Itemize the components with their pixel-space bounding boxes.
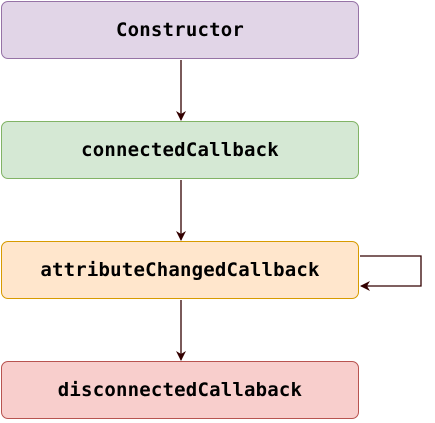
node-connected-callback-label: connectedCallback [81, 139, 279, 161]
node-disconnected-callback: disconnectedCallaback [1, 361, 359, 419]
node-connected-callback: connectedCallback [1, 121, 359, 179]
node-constructor: Constructor [1, 1, 359, 59]
node-attribute-changed-callback-label: attributeChangedCallback [40, 259, 320, 281]
node-constructor-label: Constructor [115, 19, 245, 41]
edge-attribute-self-loop [360, 255, 422, 291]
node-attribute-changed-callback: attributeChangedCallback [1, 241, 359, 299]
node-disconnected-callback-label: disconnectedCallaback [57, 379, 303, 401]
